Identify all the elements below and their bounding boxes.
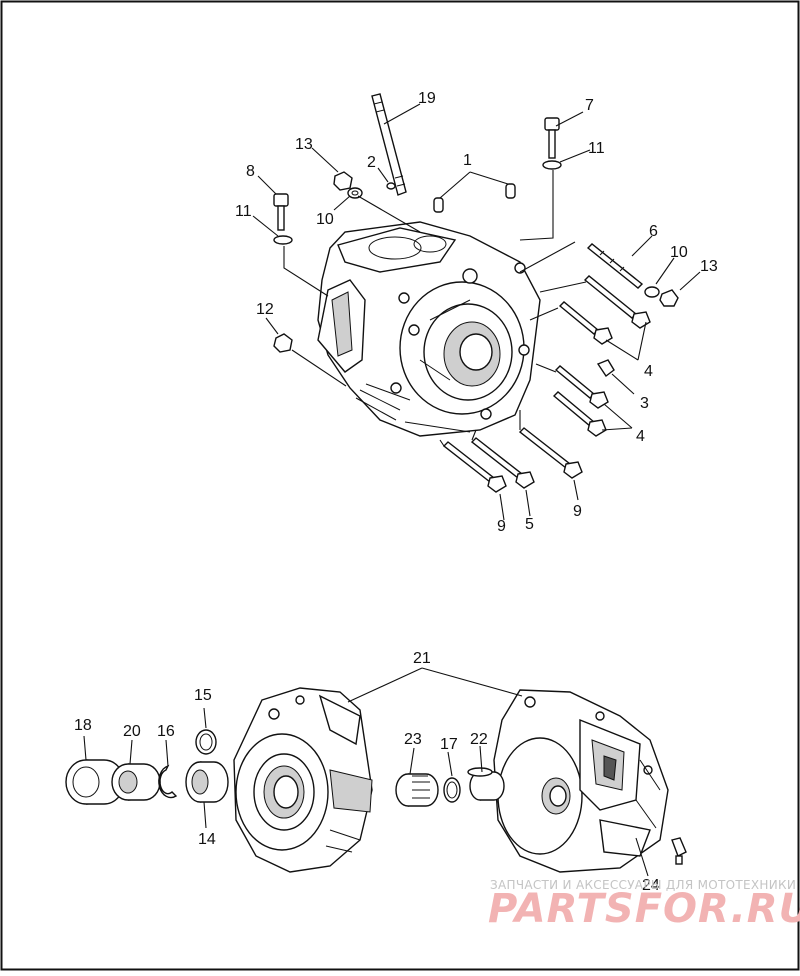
crankcase-half <box>317 221 541 437</box>
stud-6 <box>586 243 679 307</box>
callout-11-left: 11 <box>235 203 252 220</box>
ring-15 <box>195 729 217 755</box>
callout-9-left: 9 <box>497 518 506 535</box>
callout-21: 21 <box>413 650 431 667</box>
callout-11-right: 11 <box>588 140 605 157</box>
callout-13-left: 13 <box>295 136 313 153</box>
watermark-text: ЗАПЧАСТИ И АКСЕССУАРЫ ДЛЯ МОТОТЕХНИКИ <box>490 878 796 892</box>
nut-13-left <box>333 171 363 199</box>
callout-20: 20 <box>123 723 141 740</box>
callout-4-lower: 4 <box>636 428 645 445</box>
left-case-half <box>233 687 373 873</box>
callout-3: 3 <box>640 395 649 412</box>
callout-7: 7 <box>585 97 594 114</box>
bolt-9-left <box>442 441 507 493</box>
callout-5: 5 <box>525 516 534 533</box>
callout-14: 14 <box>198 831 216 848</box>
callout-17: 17 <box>440 736 458 753</box>
fitting-24 <box>671 837 687 865</box>
callout-2: 2 <box>367 154 376 171</box>
bearing-race-20 <box>111 763 161 801</box>
callout-13-right: 13 <box>700 258 718 275</box>
bolts-4-upper <box>558 275 651 345</box>
callout-19: 19 <box>418 90 436 107</box>
callout-1: 1 <box>463 152 472 169</box>
callout-8: 8 <box>246 163 255 180</box>
callout-leaders <box>83 103 701 877</box>
callout-9-right: 9 <box>573 503 582 520</box>
watermark-logo: PARTSFOR.RU <box>488 886 800 932</box>
callout-4-upper: 4 <box>644 363 653 380</box>
callout-10-left: 10 <box>316 211 334 228</box>
nut-12 <box>273 333 293 353</box>
callout-10-right: 10 <box>670 244 688 261</box>
retaining-ring-16 <box>158 764 178 799</box>
callout-6: 6 <box>649 223 658 240</box>
ring-17 <box>443 777 461 803</box>
alignment-lines <box>283 170 587 447</box>
plug-3 <box>596 359 615 378</box>
callout-12: 12 <box>256 301 274 318</box>
stud-19 <box>371 93 407 196</box>
right-case-half <box>493 689 669 873</box>
callout-22: 22 <box>470 731 488 748</box>
bolts-4-lower <box>552 365 609 437</box>
bolt-5 <box>470 437 535 489</box>
bolt-8 <box>273 193 293 245</box>
callout-24: 24 <box>642 877 660 894</box>
callout-labels: 19 7 13 2 1 11 8 10 6 10 13 11 12 4 3 4 … <box>74 90 718 894</box>
callout-23: 23 <box>404 731 422 748</box>
ring-15-inner <box>199 733 213 751</box>
watermark: ЗАПЧАСТИ И АКСЕССУАРЫ ДЛЯ МОТОТЕХНИКИ PA… <box>488 878 800 932</box>
callout-16: 16 <box>157 723 175 740</box>
bushing-22 <box>467 767 505 801</box>
callout-15: 15 <box>194 687 212 704</box>
callout-18: 18 <box>74 717 92 734</box>
needle-bearing-23 <box>395 773 439 807</box>
bearing-14 <box>185 761 229 803</box>
bolt-7 <box>542 117 562 170</box>
dowel-pins <box>386 182 516 213</box>
bolt-9-right <box>518 427 583 479</box>
ring-17-inner <box>446 781 458 799</box>
